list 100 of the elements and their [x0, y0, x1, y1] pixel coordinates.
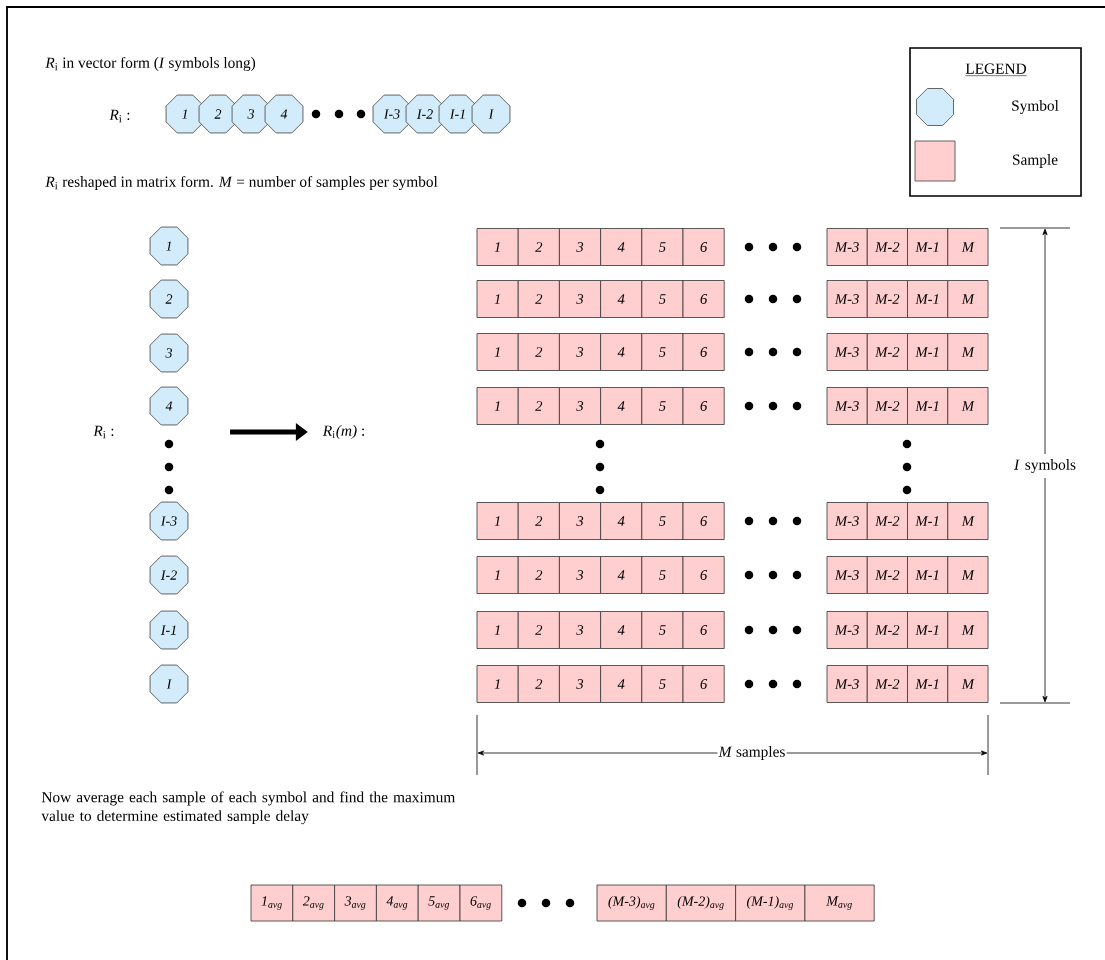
symbol-octagon: I-3	[372, 94, 412, 134]
sample-cell: 4	[600, 665, 643, 703]
sample-cell: 3	[559, 611, 601, 649]
sample-cell: (M-3)$_{avg}$	[596, 884, 667, 922]
dimension-label: I symbols	[1008, 453, 1082, 479]
sample-cell: M-3	[826, 502, 868, 540]
legend-text: Symbol	[1012, 100, 1059, 114]
sample-cell: 1	[476, 556, 519, 594]
sample-cell: M	[947, 556, 989, 594]
sample-cell: 5$_{avg}$	[417, 884, 461, 922]
sample-cell: 6$_{avg}$	[459, 884, 503, 922]
sample-cell: M-3	[826, 387, 868, 425]
sample-cell: M	[947, 502, 989, 540]
sample-cell: 2	[517, 665, 560, 703]
sample-cell: 6	[682, 333, 725, 371]
symbol-octagon: I	[149, 664, 189, 704]
sample-cell: M-2	[866, 280, 908, 318]
sample-cell: M-1	[907, 228, 949, 266]
symbol-octagon: 3	[149, 333, 189, 373]
sample-cell: 3	[559, 228, 601, 266]
sample-cell: 6	[682, 387, 725, 425]
sample-cell: 1	[476, 665, 519, 703]
sample-cell: M-2	[866, 556, 908, 594]
sample-cell: 2	[517, 333, 560, 371]
sample-cell: 2	[517, 556, 560, 594]
sample-cell: 4$_{avg}$	[376, 884, 419, 922]
symbol-octagon: 2	[149, 279, 189, 319]
heading-text: R$_{i}$ in vector form (I symbols long)	[45, 56, 256, 72]
sample-cell: 4	[600, 611, 643, 649]
sample-cell: 2	[517, 280, 560, 318]
sample-cell: 3	[559, 556, 601, 594]
sample-cell: 5	[641, 556, 684, 594]
sample-cell: 6	[682, 280, 725, 318]
sample-cell: 1$_{avg}$	[250, 884, 294, 922]
sample-cell: M	[947, 665, 989, 703]
heading-text: R$_{i}$ reshaped in matrix form. M = number of samples per symbol	[45, 175, 438, 191]
sample-cell: 2	[517, 387, 560, 425]
dimension-label: M samples	[717, 744, 787, 762]
symbol-octagon: I-1	[149, 610, 189, 650]
sample-cell: 4	[600, 556, 643, 594]
sample-cell: 1	[476, 333, 519, 371]
column-label: R$_{i}$ :	[93, 425, 114, 439]
sample-cell: 6	[682, 228, 725, 266]
sample-cell: M	[947, 611, 989, 649]
legend-text: Sample	[1013, 154, 1058, 168]
sample-cell: M-3	[826, 611, 868, 649]
sample-cell: 6	[682, 502, 725, 540]
sample-cell: 5	[641, 665, 684, 703]
symbol-octagon: 4	[149, 386, 189, 426]
sample-cell: 5	[641, 333, 684, 371]
sample-cell: M-1	[907, 665, 949, 703]
sample-cell: 3$_{avg}$	[334, 884, 377, 922]
sample-cell: 1	[476, 387, 519, 425]
sample-cell: 5	[641, 611, 684, 649]
sample-cell: 1	[476, 611, 519, 649]
sample-cell: 3	[559, 387, 601, 425]
sample-cell: 4	[600, 387, 643, 425]
sample-cell: M-2	[866, 665, 908, 703]
sample-cell: 4	[600, 228, 643, 266]
sample-cell: 2	[517, 611, 560, 649]
sample-cell: 2$_{avg}$	[292, 884, 335, 922]
sample-cell: M-2	[866, 502, 908, 540]
sample-cell: 6	[682, 611, 725, 649]
symbol-octagon: I	[471, 94, 511, 134]
sample-cell: 1	[476, 280, 519, 318]
sample-cell: 2	[517, 228, 560, 266]
sample-cell: M-2	[866, 611, 908, 649]
symbol-octagon: I-3	[149, 501, 189, 541]
sample-cell: (M-2)$_{avg}$	[665, 884, 736, 922]
sample-cell: M-2	[866, 228, 908, 266]
sample-cell: 5	[641, 387, 684, 425]
sample-cell: (M-1)$_{avg}$	[735, 884, 806, 922]
sample-cell: M-2	[866, 387, 908, 425]
sample-cell: 4	[600, 333, 643, 371]
symbol-octagon: I-2	[149, 555, 189, 595]
sample-cell: M-2	[866, 333, 908, 371]
sample-cell: M-1	[907, 333, 949, 371]
sample-cell: 2	[517, 502, 560, 540]
sample-cell: 6	[682, 665, 725, 703]
matrix-label: R$_{i}$(m) :	[322, 425, 364, 439]
sample-cell: M-3	[826, 665, 868, 703]
sample-cell: 5	[641, 228, 684, 266]
sample-cell: 4	[600, 502, 643, 540]
sample-cell: M-1	[907, 387, 949, 425]
sample-cell: 3	[559, 502, 601, 540]
sample-cell: M-3	[826, 333, 868, 371]
sample-cell: 3	[559, 665, 601, 703]
sample-cell: M-3	[826, 280, 868, 318]
sample-cell: M-1	[907, 502, 949, 540]
symbol-octagon: 1	[165, 94, 205, 134]
sample-cell: M-1	[907, 556, 949, 594]
sample-cell: 3	[559, 280, 601, 318]
vector-label: R$_{i}$ :	[109, 109, 130, 123]
sample-cell: M	[947, 280, 989, 318]
sample-cell: 3	[559, 333, 601, 371]
sample-cell: M	[947, 228, 989, 266]
note-text: Now average each sample of each symbol and find the maximum value to determine estimated sample delay	[41, 791, 456, 825]
legend-title: LEGEND	[965, 63, 1027, 76]
sample-cell: M-3	[826, 556, 868, 594]
sample-cell: M	[947, 387, 989, 425]
